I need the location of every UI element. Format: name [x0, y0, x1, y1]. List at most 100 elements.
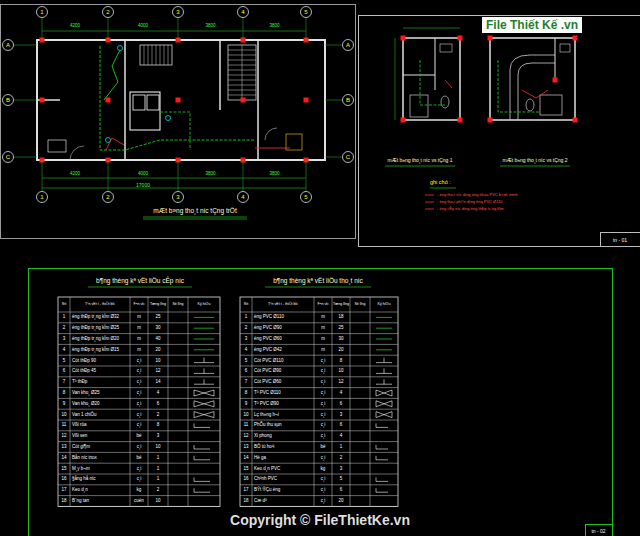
floor-plan — [124, 40, 126, 160]
axis-bubble — [343, 95, 354, 106]
table-header: Stt — [244, 303, 248, 307]
table-cell: Tª thÐp — [72, 380, 87, 385]
table-cell: c¸i — [321, 391, 326, 396]
table-symbol — [194, 423, 210, 427]
table-rule — [58, 452, 220, 453]
table-rule — [240, 312, 398, 313]
table-cell: 20 — [155, 348, 160, 353]
table-cell: 9 — [63, 402, 66, 407]
table-cell: Vßi röa — [72, 423, 87, 428]
sheet-number: tn - 02 — [591, 528, 605, 533]
table-cell: 15 — [61, 466, 66, 471]
dimension-line — [42, 178, 306, 179]
axis-bubble — [301, 7, 312, 18]
small-plan-1 — [445, 80, 452, 88]
table-cell: kg — [137, 488, 142, 493]
table-cell: 7 — [245, 380, 248, 385]
table-cell: Keo d¸n — [72, 488, 88, 493]
table-symbol — [376, 456, 388, 460]
table-cell: èng thÐp tr¸ng kÏm Ø20 — [72, 337, 119, 342]
table-title: b¶ng thèng kª vËt liÖu cÊp n­íc — [96, 278, 184, 285]
table-cell: c¸i — [137, 477, 142, 482]
small-plan-2 — [490, 38, 575, 120]
axis-line — [306, 18, 307, 41]
floor-plan — [228, 45, 256, 100]
table-cell: Cót gi¶m — [72, 445, 90, 450]
table-symbol — [376, 349, 392, 350]
axis-line — [325, 157, 343, 158]
floor-plan — [166, 116, 171, 121]
table-cell: 13 — [61, 445, 66, 450]
small-plan-2 — [518, 63, 555, 120]
table-rule — [188, 297, 189, 506]
axis-line — [42, 160, 43, 192]
table-symbol — [194, 349, 214, 350]
axis-number: 3 — [176, 194, 179, 200]
small-plan-1 — [403, 38, 460, 120]
table-cell: 30 — [155, 326, 160, 331]
table-cell: 25 — [338, 326, 343, 331]
table-cell: 10 — [61, 412, 66, 417]
note-mark — [425, 209, 434, 210]
axis-bubble — [301, 192, 312, 203]
underline — [500, 166, 570, 167]
table-cell: 6 — [340, 423, 343, 428]
axis-bubble — [3, 95, 14, 106]
table-rule — [370, 297, 371, 506]
table-cell: c¸i — [321, 358, 326, 363]
table-symbol — [194, 401, 214, 407]
table-cell: èng thÐp tr¸ng kÏm Ø32 — [72, 315, 119, 320]
table-cell: Van kho¸ Ø25 — [72, 391, 99, 396]
table-symbol — [376, 368, 392, 373]
table-symbol — [376, 328, 392, 329]
table-cell: Van kho¸ Ø20 — [72, 402, 99, 407]
table-cell: 3 — [245, 337, 248, 342]
column — [573, 36, 578, 41]
table-rule — [58, 355, 220, 356]
table-rule — [240, 398, 398, 399]
small-plan-1 — [395, 38, 396, 120]
table-cell: 10 — [155, 445, 160, 450]
underline — [88, 287, 192, 288]
drain-pipe — [104, 50, 120, 100]
axis-number: 5 — [304, 194, 307, 200]
axis-number: 2 — [106, 194, 109, 200]
table-rule — [240, 430, 398, 431]
table-symbol — [194, 379, 214, 384]
table-rule — [58, 484, 220, 485]
table-rule — [58, 398, 220, 399]
underline — [88, 166, 570, 287]
axis-number: 1 — [40, 9, 43, 15]
table-cell: èng thÐp tr¸ng kÏm Ø25 — [72, 326, 119, 331]
table-title: b¶ng thèng kª vËt liÖu tho¸t n­íc — [273, 278, 363, 285]
table-symbol — [376, 412, 392, 418]
table-cell: èng PVC Ø60 — [254, 337, 282, 342]
small-plan-2 — [490, 28, 575, 120]
column — [401, 36, 406, 41]
table-rule — [58, 376, 220, 377]
table-cell: 7 — [63, 380, 66, 385]
table-rule — [130, 297, 131, 506]
small-plan-2 — [555, 38, 556, 80]
drain-pipe — [255, 148, 290, 149]
note-mark — [425, 195, 434, 196]
table-cell: m — [137, 348, 141, 353]
axis-bubble — [238, 7, 249, 18]
table-symbol — [194, 390, 214, 396]
table-cell: c¸i — [137, 445, 142, 450]
table-cell: M¸y b¬m — [72, 466, 90, 471]
table-cell: èng PVC Ø42 — [254, 348, 282, 353]
table-cell: Tª PVC Ø90 — [254, 402, 279, 407]
table-symbol — [376, 317, 392, 318]
watermark: Copyright © FileThietKe.vn — [230, 513, 410, 527]
table-cell: 25 — [155, 315, 160, 320]
underline — [265, 287, 371, 288]
table-cell: 30 — [338, 337, 343, 342]
table-cell: BÓ tù ho¹i — [254, 445, 274, 450]
axis-line — [14, 100, 38, 101]
table-symbol — [376, 401, 392, 407]
dimension: 3800 — [205, 172, 215, 177]
table-cell: 3 — [63, 337, 66, 342]
dimension: 4000 — [138, 24, 148, 29]
table-cell: Cót thÐp 45 — [72, 369, 96, 374]
